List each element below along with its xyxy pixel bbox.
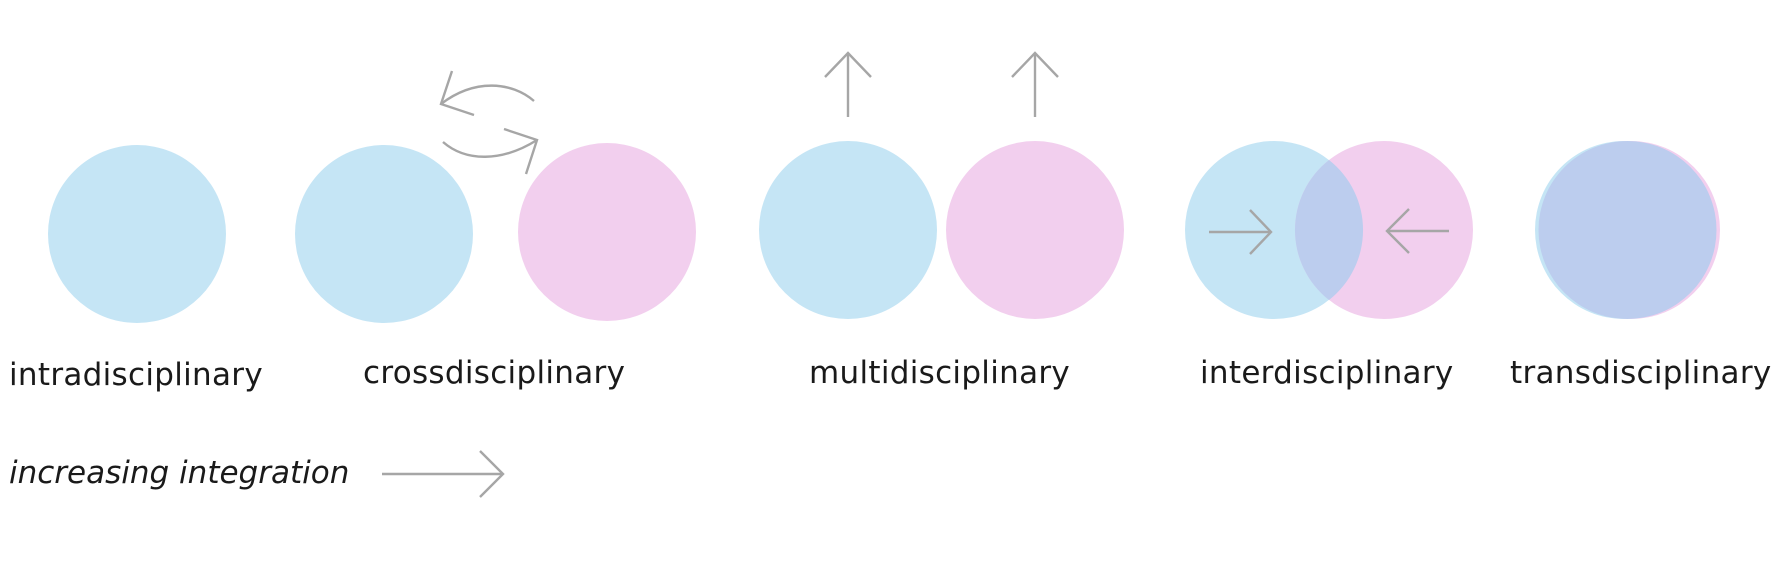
integration-label: increasing integration — [9, 455, 349, 491]
stage-interdisciplinary: interdisciplinary — [1185, 141, 1473, 391]
integration-axis: increasing integration — [9, 450, 505, 498]
overlap-region — [1294, 160, 1364, 300]
discipline-circle-blue — [759, 141, 937, 319]
stage-transdisciplinary: transdisciplinary — [1510, 141, 1772, 391]
stage-label: intradisciplinary — [9, 357, 263, 393]
discipline-circle-pink — [946, 141, 1124, 319]
stage-label: interdisciplinary — [1200, 355, 1454, 391]
rotate-arrows-icon — [439, 70, 539, 175]
stage-label: multidisciplinary — [809, 355, 1070, 391]
discipline-circle-blue — [295, 145, 473, 323]
right-arrow-icon — [382, 450, 505, 498]
right-arrow-icon — [1209, 209, 1273, 255]
up-arrow-icon — [824, 51, 872, 117]
discipline-circle-blue — [48, 145, 226, 323]
stage-crossdisciplinary: crossdisciplinary — [295, 70, 696, 391]
stage-multidisciplinary: multidisciplinary — [759, 51, 1124, 391]
stage-label: transdisciplinary — [1510, 355, 1772, 391]
stage-intradisciplinary: intradisciplinary — [9, 145, 263, 393]
discipline-circle-pink — [518, 143, 696, 321]
left-arrow-icon — [1385, 208, 1449, 254]
stage-label: crossdisciplinary — [363, 355, 625, 391]
overlap-region — [1538, 141, 1717, 319]
up-arrow-icon — [1011, 51, 1059, 117]
